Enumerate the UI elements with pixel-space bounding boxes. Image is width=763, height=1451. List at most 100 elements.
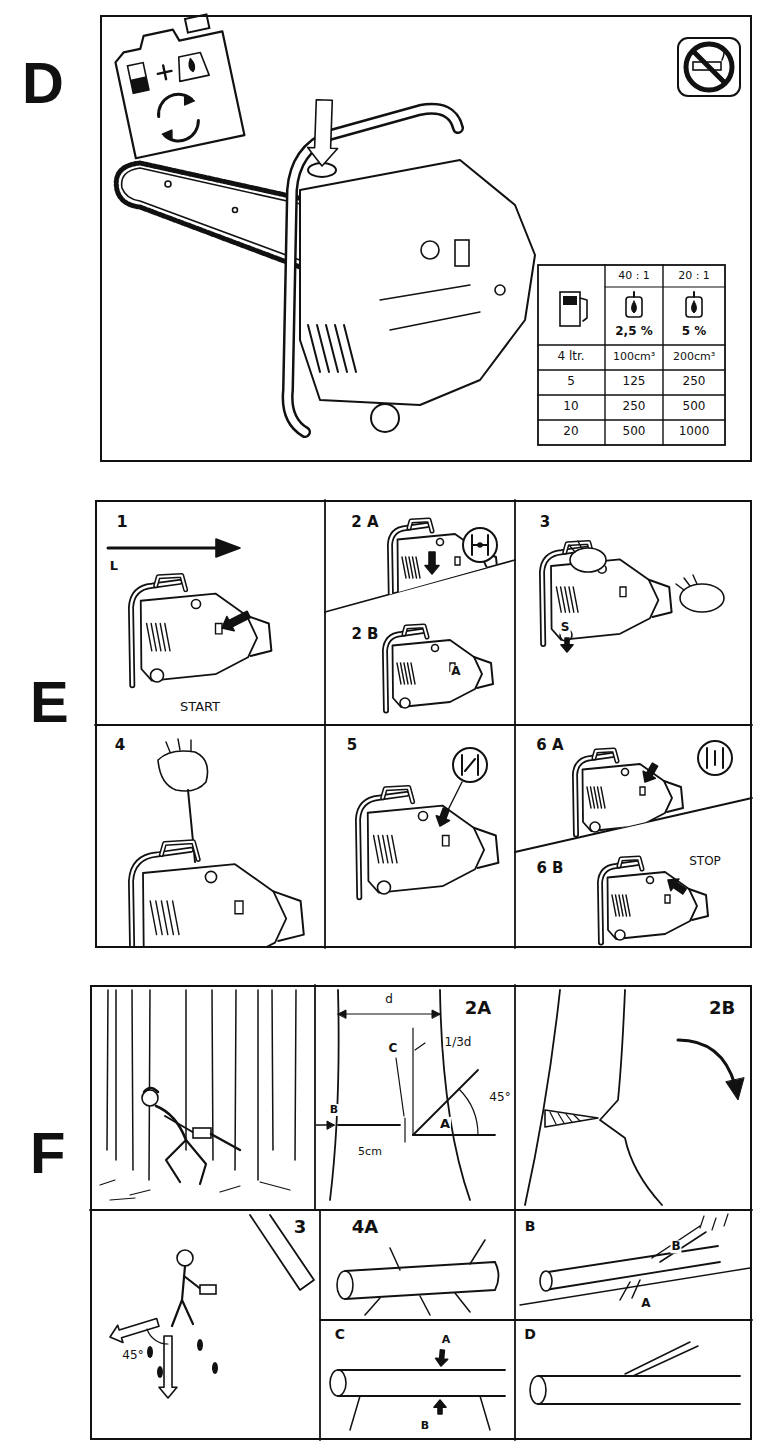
table-cell: 200cm³ bbox=[672, 351, 716, 363]
helmet bbox=[144, 1088, 158, 1092]
pump-fill bbox=[130, 76, 149, 93]
footprint bbox=[197, 1339, 203, 1351]
callout-label: C bbox=[334, 1327, 346, 1342]
table-rule bbox=[538, 394, 725, 395]
no-smoking-sign bbox=[678, 38, 740, 96]
branch-stub bbox=[620, 1280, 640, 1300]
horizon-trees bbox=[700, 1214, 728, 1230]
cell-rule bbox=[514, 500, 516, 948]
chainsaw-sketch bbox=[542, 543, 672, 644]
leader-line bbox=[415, 1043, 425, 1050]
switch bbox=[620, 587, 626, 597]
cooling-grille bbox=[601, 787, 605, 808]
chainsaw-body bbox=[600, 858, 708, 943]
table-cell: 4 ltr. bbox=[556, 350, 585, 363]
log-end bbox=[337, 1271, 353, 1299]
tank-cap bbox=[205, 871, 216, 882]
chainsaw-sketch bbox=[390, 520, 498, 605]
rear-handle bbox=[247, 616, 272, 656]
direction-arrow bbox=[108, 547, 218, 550]
glove bbox=[158, 751, 208, 791]
trunk-notch bbox=[600, 990, 662, 1205]
switch bbox=[455, 240, 469, 266]
log bbox=[538, 1376, 740, 1404]
dimension-line bbox=[404, 1118, 405, 1142]
tree-trunk bbox=[149, 990, 150, 1180]
symbol-flap bbox=[472, 544, 488, 546]
felling-arrowhead bbox=[327, 1121, 334, 1129]
symbol-dot bbox=[478, 543, 482, 547]
panel-letter: F bbox=[30, 1124, 65, 1182]
worker-arm bbox=[165, 1116, 196, 1134]
cooling-grille bbox=[147, 624, 152, 651]
panel-frame: E bbox=[95, 500, 752, 948]
trunk-edge bbox=[330, 990, 339, 1200]
starter-knob bbox=[615, 930, 625, 940]
cell-rule bbox=[90, 1209, 752, 1211]
top-handle-inner bbox=[594, 750, 617, 761]
cooling-grille bbox=[573, 587, 578, 612]
starter-knob bbox=[378, 881, 391, 894]
front-handle bbox=[385, 631, 423, 711]
saw-housing bbox=[300, 160, 535, 405]
callout-label: 3 bbox=[539, 514, 551, 531]
small-saw bbox=[193, 1128, 211, 1138]
cut-arrow bbox=[434, 1400, 446, 1414]
panel-frame: D bbox=[100, 15, 752, 462]
tank-cap bbox=[432, 645, 439, 652]
table-cell: 20 bbox=[562, 425, 579, 438]
pointer-arrow bbox=[218, 607, 252, 635]
front-handle-inner bbox=[600, 863, 638, 943]
chainsaw-sketch bbox=[600, 858, 708, 943]
top-handle-inner bbox=[619, 858, 642, 869]
symbol-bar bbox=[722, 748, 724, 768]
oil-spout bbox=[633, 292, 635, 297]
prohibition-ring bbox=[686, 44, 732, 90]
pointer-arrow bbox=[561, 638, 573, 652]
callout-label: STOP bbox=[688, 855, 722, 868]
cooling-grille bbox=[156, 624, 161, 651]
starter-knob bbox=[405, 592, 415, 602]
callout-label: B bbox=[329, 1104, 339, 1116]
top-handle bbox=[409, 520, 432, 531]
starter-knob bbox=[371, 404, 399, 432]
callout-label: 45° bbox=[121, 1349, 144, 1362]
cooling-grille bbox=[411, 663, 415, 684]
symbol-flap bbox=[714, 751, 716, 765]
log bbox=[345, 1262, 499, 1299]
starter-knob bbox=[400, 698, 410, 708]
starter-knob bbox=[590, 822, 600, 832]
table-rule bbox=[605, 286, 725, 287]
front-handle-inner bbox=[131, 850, 191, 977]
top-handle-inner bbox=[161, 842, 198, 860]
cut-line bbox=[413, 1070, 478, 1135]
top-handle bbox=[594, 750, 617, 761]
callout-label: A bbox=[441, 1334, 452, 1346]
top-handle bbox=[404, 626, 427, 637]
callout-label: 5 bbox=[346, 737, 358, 754]
cell-rule bbox=[95, 724, 752, 726]
lever-symbol bbox=[463, 528, 497, 562]
fall-arrow bbox=[678, 1040, 735, 1085]
tank-cap bbox=[622, 769, 629, 776]
top-handle-inner bbox=[156, 575, 186, 589]
cooling-grille bbox=[383, 836, 388, 863]
symbol-flap bbox=[465, 759, 475, 771]
cell-rule bbox=[314, 985, 316, 1210]
trunk-edge bbox=[525, 990, 560, 1205]
callout-label: B bbox=[524, 1219, 537, 1234]
callout-label: START bbox=[179, 700, 221, 714]
callout-label: C bbox=[388, 1042, 399, 1055]
oil-can-icon bbox=[626, 297, 642, 317]
lever-symbol bbox=[453, 748, 487, 782]
switch bbox=[235, 901, 243, 914]
rear-handle bbox=[689, 889, 708, 920]
tree-trunk bbox=[132, 990, 133, 1170]
mix-table bbox=[538, 265, 725, 445]
cooling-grille bbox=[165, 624, 170, 651]
table-cell: 10 bbox=[562, 400, 579, 413]
prohibition-slash bbox=[693, 51, 725, 83]
rear-handle bbox=[273, 891, 303, 941]
glove bbox=[680, 584, 724, 612]
oil-spout bbox=[693, 292, 695, 297]
